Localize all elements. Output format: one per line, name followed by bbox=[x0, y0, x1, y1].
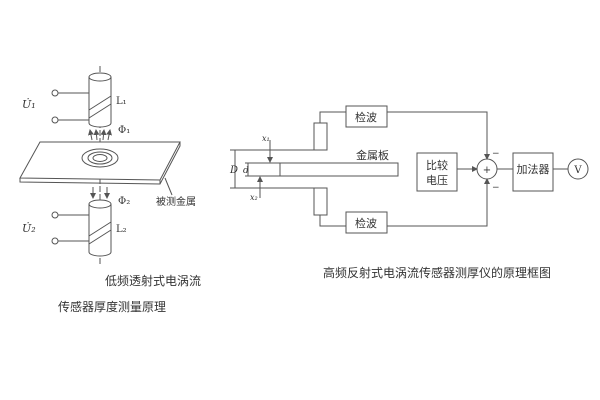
dim-x2-label: x₂ bbox=[250, 193, 258, 202]
phi1-label: Φ₁ bbox=[118, 125, 130, 136]
top-coil bbox=[51, 72, 112, 128]
minus-top: − bbox=[492, 149, 500, 159]
left-caption-line1: 低频透射式电涡流 bbox=[105, 273, 201, 288]
leader-line bbox=[164, 177, 173, 196]
metal-plate bbox=[19, 141, 181, 185]
high-frequency-reflection-diagram: 检波 金属板 D d x₁ x₂ 检波 比较 电压 + − − bbox=[229, 105, 589, 280]
dim-D-label: D bbox=[229, 165, 238, 176]
minus-bottom: − bbox=[492, 183, 500, 193]
compare-label-2: 电压 bbox=[426, 174, 448, 187]
dim-d-label: d bbox=[243, 166, 249, 176]
flux-arrows-top bbox=[88, 129, 112, 141]
detector-bottom-box bbox=[345, 211, 388, 234]
detector-top-label: 检波 bbox=[355, 110, 377, 124]
bottom-coil bbox=[51, 199, 112, 257]
flux-arrows-bottom bbox=[90, 187, 110, 199]
l2-label: L₂ bbox=[116, 224, 127, 235]
terminal bbox=[51, 116, 59, 124]
compare-label-1: 比较 bbox=[426, 158, 448, 172]
metal-plate-section bbox=[279, 162, 399, 177]
compare-voltage-box bbox=[416, 152, 458, 192]
phi2-label: Φ₂ bbox=[118, 196, 130, 207]
l1-label: L₁ bbox=[116, 96, 127, 107]
detector-bottom-label: 检波 bbox=[355, 216, 377, 230]
low-frequency-transmission-diagram: U̇₁ L₁ Φ₁ 被测金属 Φ₂ bbox=[19, 66, 201, 314]
summer-sign: + bbox=[483, 165, 491, 176]
dim-x1-label: x₁ bbox=[262, 134, 270, 143]
metal-label: 被测金属 bbox=[156, 195, 196, 208]
sensor-top bbox=[313, 122, 328, 151]
u2-label: U̇₂ bbox=[22, 222, 36, 235]
terminal bbox=[51, 89, 59, 97]
voltmeter bbox=[567, 158, 589, 180]
left-caption-line2: 传感器厚度测量原理 bbox=[58, 299, 166, 314]
adder-box bbox=[512, 152, 554, 192]
dimension-marks bbox=[234, 140, 273, 198]
plate-label: 金属板 bbox=[356, 148, 389, 162]
voltmeter-label: V bbox=[573, 165, 582, 176]
sensor-bottom bbox=[313, 187, 328, 216]
right-caption: 高频反射式电涡流传感器测厚仪的原理框图 bbox=[323, 265, 551, 280]
terminal bbox=[51, 237, 59, 245]
terminal bbox=[51, 211, 59, 219]
detector-top-box bbox=[345, 105, 388, 128]
adder-label: 加法器 bbox=[517, 162, 550, 176]
u1-label: U̇₁ bbox=[22, 98, 36, 111]
